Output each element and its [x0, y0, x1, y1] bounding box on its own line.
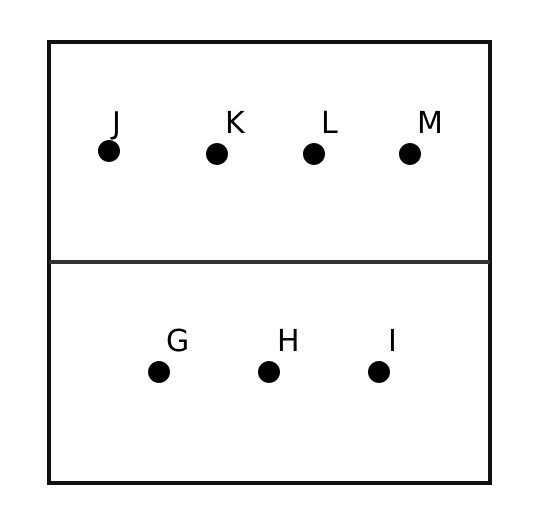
top-row: J K L M [98, 106, 443, 165]
point-i: I [368, 324, 397, 383]
point-j: J [98, 106, 121, 162]
point-m: M [399, 106, 443, 165]
point-j-label: J [110, 106, 121, 141]
point-l-dot [303, 143, 325, 165]
point-k-label: K [225, 106, 246, 141]
point-i-dot [368, 361, 390, 383]
point-i-label: I [388, 324, 397, 359]
point-h-dot [258, 361, 280, 383]
point-g-label: G [166, 324, 189, 359]
point-k-dot [206, 143, 228, 165]
point-h: H [258, 324, 300, 383]
point-g-dot [148, 361, 170, 383]
point-k: K [206, 106, 246, 165]
point-m-dot [399, 143, 421, 165]
point-l: L [303, 106, 338, 165]
point-g: G [148, 324, 189, 383]
point-l-label: L [321, 106, 338, 141]
point-j-dot [98, 140, 120, 162]
point-h-label: H [277, 324, 300, 359]
bottom-row: G H I [148, 324, 397, 383]
point-m-label: M [417, 106, 443, 141]
